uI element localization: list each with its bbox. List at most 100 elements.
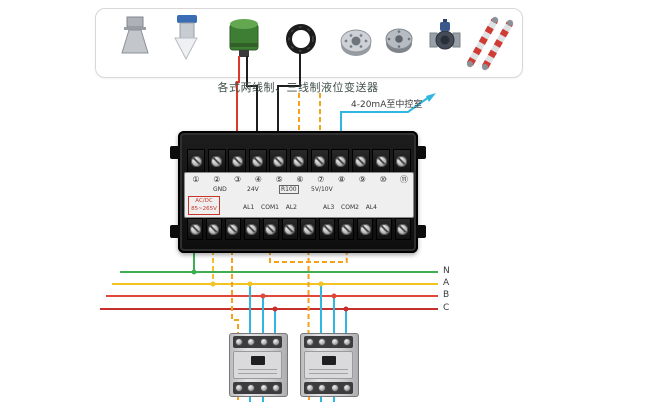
top-terminal-strip: [187, 149, 411, 173]
terminal-screw: [235, 384, 243, 392]
label-line: [238, 373, 277, 374]
bus-label-n: N: [443, 266, 450, 276]
junction-dot: [247, 281, 253, 287]
supply-line-2: 85~265V: [191, 206, 217, 212]
terminal-screw: [342, 338, 351, 346]
terminal-screw: [318, 338, 327, 346]
terminal-screw: [351, 149, 370, 173]
junction-dot: [343, 306, 349, 312]
supply-rating-label: AC/DC 85~265V: [188, 196, 220, 215]
terminal-number: ⑥: [296, 175, 304, 184]
bus-label-c: C: [443, 303, 450, 313]
com1-label: COM1: [261, 204, 279, 211]
terminal-screw: [281, 218, 298, 240]
contactor-body: [233, 351, 282, 379]
terminal-number: ②: [213, 175, 221, 184]
contactor-top-terminals: [304, 336, 353, 348]
junction-dot: [318, 281, 324, 287]
terminal-screw: [306, 384, 314, 392]
label-line: [309, 373, 348, 374]
contactor-2: [300, 333, 359, 397]
wire-coil-contactor-1: [231, 242, 239, 333]
terminal-number: ⑦: [317, 175, 325, 184]
terminal-screw: [372, 149, 391, 173]
label-line: [238, 369, 277, 370]
process-flange-icon: [385, 28, 413, 53]
gallery-caption: 各式两线制、三线制液位变送器: [217, 81, 379, 94]
radar-level-transmitter-icon: [121, 16, 149, 54]
mounting-tab: [170, 146, 180, 159]
output-arrow-icon: [426, 93, 436, 102]
alarm-group-1: AL1 COM1 AL2: [243, 204, 297, 211]
al3-label: AL3: [323, 204, 335, 211]
junction-dot: [191, 269, 197, 275]
terminal-screw: [318, 384, 327, 392]
terminal-screw: [247, 338, 256, 346]
terminal-screw: [243, 218, 260, 240]
bus-label-b: B: [443, 290, 450, 300]
terminal-screw: [259, 384, 268, 392]
label-line: [309, 369, 348, 370]
terminal-screw: [342, 384, 351, 392]
terminal-screw: [205, 218, 222, 240]
terminal-screw: [262, 218, 279, 240]
terminal-screw: [289, 149, 308, 173]
al1-label: AL1: [243, 204, 255, 211]
terminal-screw: [306, 338, 314, 346]
bottom-terminal-strip: [187, 218, 411, 240]
terminal-number: ④: [254, 175, 262, 184]
wire-sensor-black-2: [277, 52, 301, 150]
supply-line-1: AC/DC: [195, 198, 213, 204]
terminal-screw: [392, 149, 411, 173]
terminal-screw: [394, 218, 411, 240]
al4-label: AL4: [365, 204, 377, 211]
contactor-body: [304, 351, 353, 379]
contactor-top-terminals: [233, 336, 282, 348]
terminal-number: ⑩: [379, 175, 387, 184]
terminal-screw: [247, 384, 256, 392]
terminal-number: ③: [234, 175, 242, 184]
gnd-label: GND: [213, 186, 227, 193]
terminal-screw: [207, 149, 226, 173]
terminal-screw: [271, 384, 280, 392]
terminal-screw: [224, 218, 241, 240]
contactor-bottom-terminals: [233, 382, 282, 394]
al2-label: AL2: [285, 204, 297, 211]
terminal-number: ⑤: [275, 175, 283, 184]
signal-cable-coil-icon: [286, 24, 316, 54]
terminal-number: ⑧: [337, 175, 346, 184]
terminal-number-row: ① ② ③ ④ ⑤ ⑥ ⑦ ⑧ ⑨ ⑩ ⑪: [188, 175, 412, 185]
terminal-screw: [248, 149, 267, 173]
wire-sensor-black-1: [246, 56, 258, 150]
terminal-screw: [187, 149, 205, 173]
com2-label: COM2: [341, 204, 359, 211]
contact-indicator-window: [322, 356, 336, 365]
mounting-flange-icon: [340, 29, 372, 56]
contactor-1: [229, 333, 288, 397]
device-icons: [121, 15, 514, 71]
terminal-screw: [330, 384, 339, 392]
two-wire-level-transmitter-icon: [229, 19, 259, 57]
mounting-tab: [416, 225, 426, 238]
contact-indicator-window: [251, 356, 265, 365]
terminal-screw: [235, 338, 243, 346]
output-annotation: 4-20mA至中控室: [351, 100, 423, 110]
terminal-screw: [310, 149, 329, 173]
mounting-tab: [416, 146, 426, 159]
signal-range-label: 5V/10V: [311, 186, 333, 193]
junction-dot: [210, 281, 216, 287]
terminal-screw: [331, 149, 350, 173]
junction-dot: [260, 293, 266, 299]
terminal-screw: [228, 149, 247, 173]
terminal-screw: [338, 218, 355, 240]
magnetic-level-gauge-icon: [466, 16, 514, 71]
mounting-tab: [170, 225, 180, 238]
terminal-number: ⑨: [358, 175, 366, 184]
terminal-screw: [187, 218, 203, 240]
alarm-group-2: AL3 COM2 AL4: [323, 204, 377, 211]
terminal-screw: [376, 218, 393, 240]
wiring-label-panel: ① ② ③ ④ ⑤ ⑥ ⑦ ⑧ ⑨ ⑩ ⑪ GND 24V R100 5V/10…: [184, 172, 414, 218]
junction-dot: [331, 293, 337, 299]
bus-label-a: A: [443, 278, 450, 288]
